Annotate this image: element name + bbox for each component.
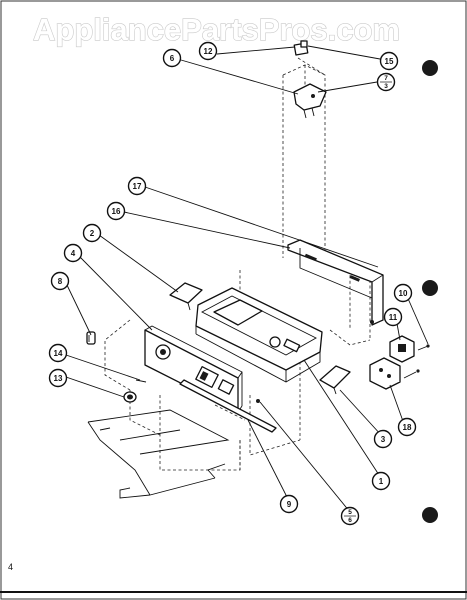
callout-14: 14	[48, 343, 68, 363]
control-panel-part-1	[195, 287, 323, 383]
rear-bracket-part-16	[287, 239, 384, 326]
svg-text:15: 15	[385, 57, 394, 66]
callout-17: 17	[127, 176, 147, 196]
svg-text:18: 18	[403, 423, 412, 432]
screw-part-5-6	[256, 399, 260, 403]
svg-text:12: 12	[204, 47, 213, 56]
svg-text:11: 11	[389, 313, 398, 322]
svg-text:4: 4	[71, 249, 76, 258]
svg-text:8: 8	[58, 277, 63, 286]
callout-3: 3	[373, 429, 393, 449]
callout-5-over-6: 5 6	[340, 506, 360, 526]
callout-8: 8	[50, 271, 70, 291]
right-bracket-parts	[369, 335, 430, 390]
svg-text:3: 3	[384, 83, 388, 90]
leader-lines	[65, 45, 429, 513]
svg-text:14: 14	[54, 349, 63, 358]
switch-part-6	[293, 83, 327, 119]
binder-hole-middle	[422, 280, 438, 296]
binder-hole-top	[422, 60, 438, 76]
right-trim-part-3	[319, 365, 351, 395]
svg-text:3: 3	[381, 435, 386, 444]
callout-16: 16	[106, 201, 126, 221]
svg-text:1: 1	[379, 477, 384, 486]
svg-text:5: 5	[348, 509, 352, 516]
svg-text:7: 7	[384, 75, 388, 82]
callout-13: 13	[48, 368, 68, 388]
callout-6: 6	[162, 48, 182, 68]
callout-9: 9	[279, 494, 299, 514]
binder-hole-bottom	[422, 507, 438, 523]
front-bezel-part-4	[144, 325, 243, 413]
svg-text:6: 6	[348, 517, 352, 524]
callout-15: 15	[379, 51, 399, 71]
callout-12: 12	[198, 41, 218, 61]
callout-1: 1	[371, 471, 391, 491]
svg-text:13: 13	[54, 374, 63, 383]
svg-text:16: 16	[112, 207, 121, 216]
svg-text:17: 17	[133, 182, 142, 191]
callout-11: 11	[383, 307, 403, 327]
svg-text:6: 6	[170, 54, 175, 63]
svg-text:9: 9	[287, 500, 292, 509]
callout-4: 4	[63, 243, 83, 263]
svg-text:10: 10	[399, 289, 408, 298]
strip-part-9	[179, 379, 277, 433]
top-clip-part	[293, 40, 309, 56]
callout-2: 2	[82, 223, 102, 243]
clip-part-8	[86, 331, 96, 345]
screw-part-14	[135, 379, 147, 383]
left-trim-part-2	[169, 282, 203, 311]
callout-10: 10	[393, 283, 413, 303]
knob-part-13	[123, 391, 137, 403]
callout-7-over-3: 7 3	[376, 72, 396, 92]
callout-18: 18	[397, 417, 417, 437]
svg-text:2: 2	[90, 229, 95, 238]
watermark-text: AppliancePartsPros.com	[33, 12, 400, 47]
console-base-frame	[87, 409, 230, 499]
page-number: 4	[8, 562, 13, 572]
